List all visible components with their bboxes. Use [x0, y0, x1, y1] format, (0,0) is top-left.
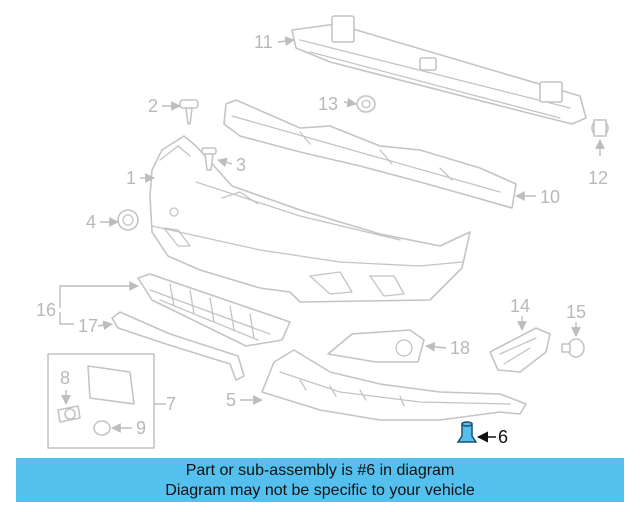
callout-10: 10: [540, 187, 560, 207]
lower-spoiler-part-5: [261, 349, 527, 421]
callout-7: 7: [166, 394, 176, 414]
banner-line-disclaimer: Diagram may not be specific to your vehi…: [165, 482, 475, 499]
callout-18: 18: [450, 338, 470, 358]
push-pin-part-3: [201, 147, 217, 171]
energy-absorber-part-10: [223, 99, 517, 209]
callout-11: 11: [254, 32, 273, 52]
callout-4: 4: [86, 212, 96, 232]
reinforcement-bar-part-11: [291, 15, 587, 125]
callout-labels: 11 2 13 12 3 1 10 4 16 17 14 15 18 8 5 7…: [36, 32, 608, 447]
callout-15: 15: [566, 302, 586, 322]
bolt-part-8: [57, 405, 81, 423]
callout-1: 1: [126, 168, 136, 188]
bolt-part-12: [591, 119, 609, 137]
callout-5: 5: [226, 390, 236, 410]
callout-12: 12: [588, 168, 608, 188]
callout-9: 9: [136, 418, 146, 438]
lower-grille-part-16: [137, 273, 291, 347]
callout-8: 8: [60, 368, 70, 388]
leader-lines: [59, 36, 605, 443]
highlighted-part-6: [456, 421, 478, 443]
sensor-part-4: [117, 209, 139, 231]
callout-3: 3: [236, 155, 246, 175]
bracket-part-14: [489, 327, 551, 373]
nut-part-9: [93, 420, 111, 436]
callout-16: 16: [36, 300, 56, 320]
fog-bezel-part-18: [327, 329, 425, 363]
clip-part-2: [179, 99, 199, 125]
callout-13: 13: [318, 94, 338, 114]
callout-6: 6: [498, 427, 508, 447]
grommet-part-13: [356, 95, 376, 113]
banner-line-part-number: Part or sub-assembly is #6 in diagram: [185, 462, 455, 479]
trim-strip-part-17: [111, 311, 245, 381]
callout-14: 14: [510, 296, 530, 316]
info-banner: Part or sub-assembly is #6 in diagram Di…: [16, 458, 624, 502]
callout-17: 17: [78, 316, 98, 336]
bumper-cover-part-1: [149, 135, 471, 303]
callout-2: 2: [148, 96, 158, 116]
clip-part-15: [561, 338, 585, 358]
parts-diagram: 11 2 13 12 3 1 10 4 16 17 14 15 18 8 5 7…: [36, 15, 609, 449]
